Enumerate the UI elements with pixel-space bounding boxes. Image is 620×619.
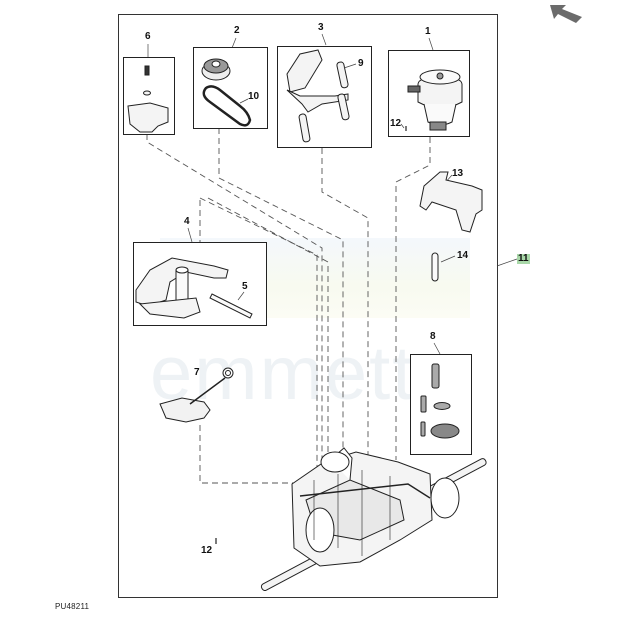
callout-8[interactable]: 8 — [430, 331, 436, 342]
callout-12-upper[interactable]: 12 — [390, 118, 402, 129]
figure-code: PU48211 — [55, 602, 90, 611]
callout-4[interactable]: 4 — [184, 216, 190, 227]
callout-3[interactable]: 3 — [318, 22, 324, 33]
diagram-frame — [118, 14, 498, 598]
callout-1[interactable]: 1 — [425, 26, 431, 37]
callout-5[interactable]: 5 — [242, 281, 248, 292]
part-box-8[interactable] — [410, 354, 472, 455]
callout-2[interactable]: 2 — [234, 25, 240, 36]
part-box-6[interactable] — [123, 57, 175, 135]
callout-14[interactable]: 14 — [457, 250, 469, 261]
callout-13[interactable]: 13 — [452, 168, 464, 179]
callout-7[interactable]: 7 — [194, 367, 200, 378]
back-arrow-icon[interactable] — [548, 3, 584, 25]
callout-11[interactable]: 11 — [517, 253, 530, 264]
callout-9[interactable]: 9 — [358, 58, 364, 69]
callout-12-lower[interactable]: 12 — [201, 545, 213, 556]
callout-6[interactable]: 6 — [145, 31, 151, 42]
callout-10[interactable]: 10 — [248, 91, 260, 102]
part-box-2[interactable] — [193, 47, 268, 129]
